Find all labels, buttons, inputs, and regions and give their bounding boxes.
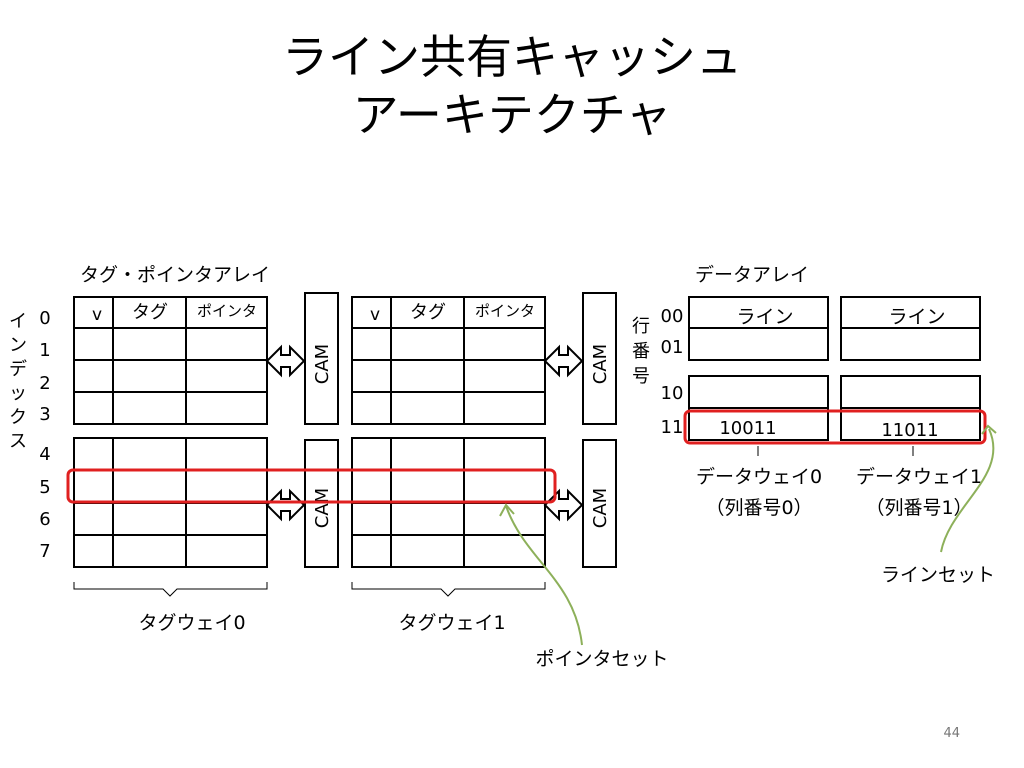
brace [351, 582, 546, 597]
header-pointer: ポインタ [475, 302, 535, 320]
data-way1-label: データウェイ1 [856, 466, 982, 488]
cam-box [582, 292, 617, 425]
index-label-char: ク [9, 407, 27, 428]
line-set-arrow [940, 428, 995, 553]
line-set-label: ラインセット [881, 564, 995, 586]
index-label-char: ン [9, 335, 27, 356]
index-label-char: デ [9, 359, 27, 380]
data-way1-sublabel: （列番号1） [865, 497, 972, 519]
index-number: 2 [39, 373, 50, 394]
row-number-label-char: 番 [632, 341, 650, 362]
data-way1-value: 11011 [881, 420, 938, 441]
slide-title-line2: アーキテクチャ [352, 88, 672, 142]
bidirectional-arrow-icon [543, 488, 584, 522]
cam-label: CAM [590, 344, 611, 384]
page-number: 44 [943, 726, 960, 741]
arrow-head-icon [981, 424, 997, 435]
bidirectional-arrow-icon [265, 488, 306, 522]
data-line-header: ライン [888, 306, 945, 328]
row-number: 11 [661, 417, 684, 438]
index-number: 4 [39, 444, 50, 465]
line-set-highlight [683, 409, 987, 445]
row-number-label-char: 号 [632, 366, 650, 387]
data-way0-label: データウェイ0 [696, 466, 822, 488]
tag-way1-upper-table [351, 296, 546, 425]
row-number-label-char: 行 [632, 316, 650, 337]
index-label-char: イ [9, 311, 27, 332]
pointer-set-highlight [66, 468, 557, 504]
cam-label: CAM [590, 488, 611, 528]
cam-label: CAM [312, 344, 333, 384]
slide-title: ライン共有キャッシュ アーキテクチャ [0, 28, 1024, 144]
bidirectional-arrow-icon [265, 344, 306, 378]
index-label-char: ス [9, 431, 27, 452]
tag-pointer-array-label: タグ・ポインタアレイ [80, 264, 270, 286]
cam-box [582, 439, 617, 568]
index-number: 5 [39, 477, 50, 498]
index-numbers: 0 1 2 3 4 5 6 7 [39, 308, 50, 562]
data-line-header: ライン [736, 306, 793, 328]
data-way0-value: 10011 [719, 418, 776, 439]
tag-way1-label: タグウェイ1 [398, 612, 505, 634]
index-label: イ ン デ ッ ク ス [9, 311, 27, 452]
index-number: 1 [39, 340, 50, 361]
index-label-char: ッ [9, 383, 27, 404]
index-number: 6 [39, 509, 50, 530]
index-number: 7 [39, 541, 50, 562]
header-tag: タグ [410, 302, 446, 323]
brace [73, 582, 268, 597]
arrow-head-icon [499, 503, 515, 517]
tag-way0-label: タグウェイ0 [138, 612, 245, 634]
header-valid: v [92, 305, 102, 325]
index-number: 0 [39, 308, 50, 329]
pointer-set-label: ポインタセット [535, 648, 668, 670]
pointer-set-arrow [505, 505, 583, 646]
slide-title-line1: ライン共有キャッシュ [282, 30, 742, 84]
row-number: 00 [661, 306, 684, 327]
row-number: 01 [661, 337, 684, 358]
bidirectional-arrow-icon [543, 344, 584, 378]
header-tag: タグ [132, 302, 168, 323]
row-number: 10 [661, 383, 684, 404]
header-valid: v [370, 305, 380, 325]
data-way0-sublabel: （列番号0） [705, 497, 812, 519]
index-number: 3 [39, 404, 50, 425]
data-array-label: データアレイ [695, 264, 809, 286]
cam-label: CAM [312, 488, 333, 528]
cam-box [304, 292, 339, 425]
header-pointer: ポインタ [197, 302, 257, 320]
